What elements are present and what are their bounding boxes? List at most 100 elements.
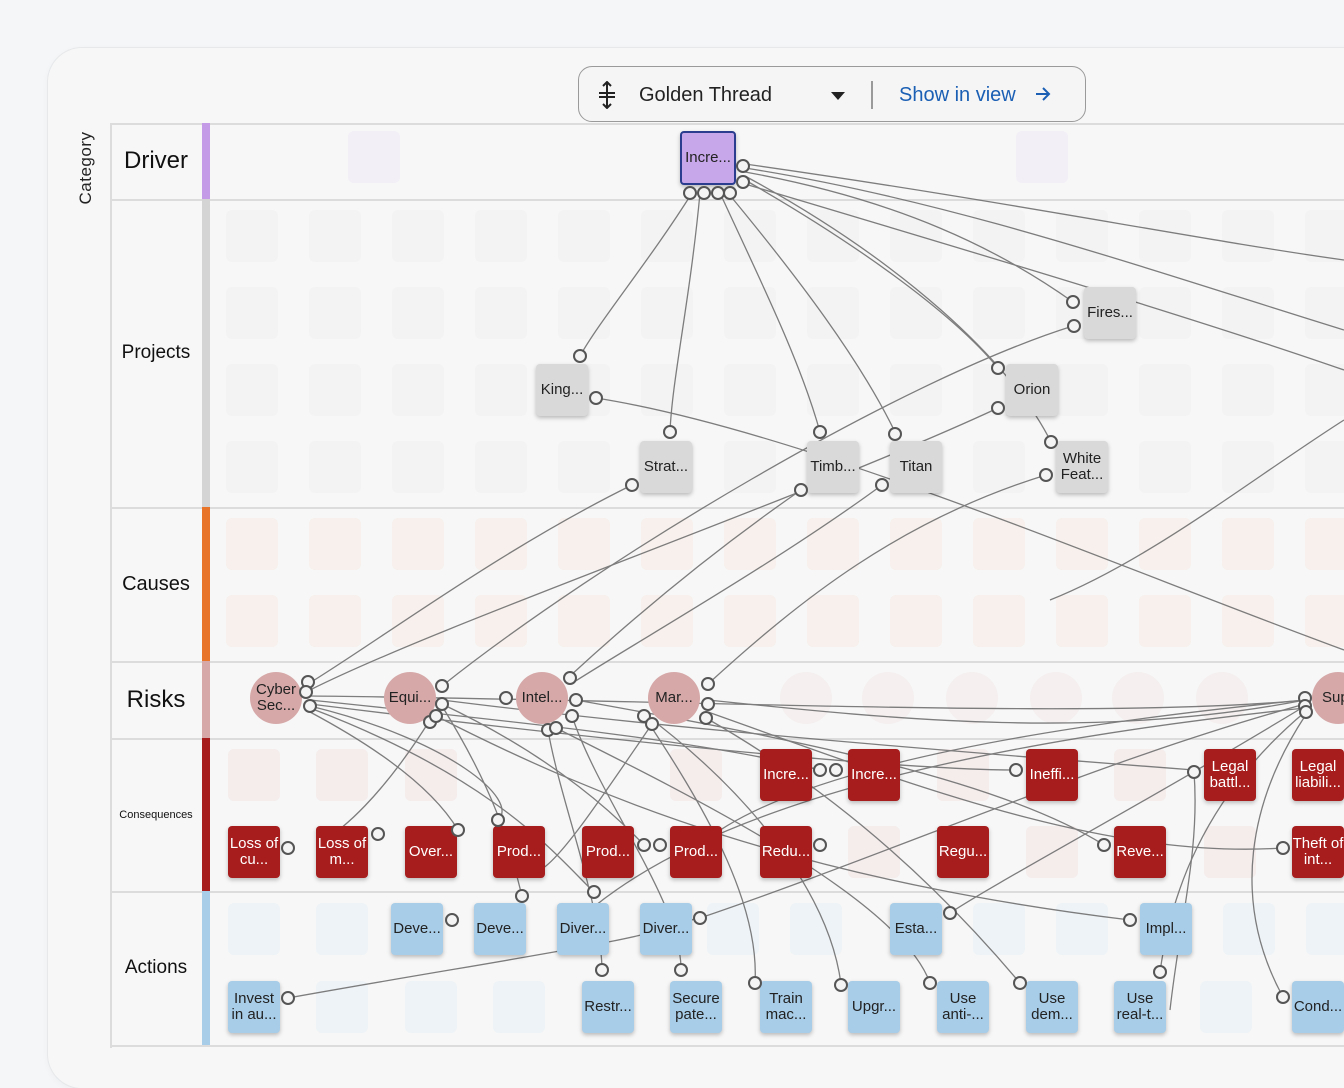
faded-node — [1305, 595, 1344, 647]
faded-node — [724, 287, 776, 339]
faded-node — [558, 441, 610, 493]
consequence-node[interactable]: Incre... — [760, 749, 812, 801]
action-node[interactable]: Deve... — [391, 903, 443, 955]
action-node[interactable]: Deve... — [474, 903, 526, 955]
grid-line — [110, 891, 1344, 893]
action-node[interactable]: Upgr... — [848, 981, 900, 1033]
grid-line — [110, 199, 1344, 201]
faded-node — [226, 364, 278, 416]
action-node[interactable]: Cond... — [1292, 981, 1344, 1033]
consequence-node[interactable]: Reve... — [1114, 826, 1166, 878]
faded-node — [1222, 518, 1274, 570]
faded-node — [1056, 210, 1108, 262]
consequence-node[interactable]: Theft of int... — [1292, 826, 1344, 878]
faded-node — [1056, 903, 1108, 955]
project-node-timb[interactable]: Timb... — [807, 441, 859, 493]
faded-node — [807, 595, 859, 647]
vertical-thread-icon — [599, 81, 615, 109]
consequence-node[interactable]: Prod... — [670, 826, 722, 878]
faded-node — [309, 364, 361, 416]
action-node[interactable]: Restr... — [582, 981, 634, 1033]
faded-node — [1139, 364, 1191, 416]
faded-node — [1139, 595, 1191, 647]
consequence-node[interactable]: Incre... — [848, 749, 900, 801]
faded-node — [790, 903, 842, 955]
action-node[interactable]: Impl... — [1140, 903, 1192, 955]
faded-node — [807, 287, 859, 339]
faded-node — [228, 903, 280, 955]
faded-node — [890, 518, 942, 570]
action-node[interactable]: Use anti-... — [937, 981, 989, 1033]
faded-node — [1204, 826, 1256, 878]
caret-down-icon[interactable] — [831, 92, 845, 100]
row-label-driver: Driver — [124, 147, 188, 174]
faded-node — [309, 210, 361, 262]
faded-node — [670, 749, 722, 801]
action-node[interactable]: Invest in au... — [228, 981, 280, 1033]
faded-node — [226, 441, 278, 493]
faded-node — [558, 595, 610, 647]
consequence-node[interactable]: Legal battl... — [1204, 749, 1256, 801]
faded-node — [309, 518, 361, 570]
action-node[interactable]: Diver... — [557, 903, 609, 955]
faded-node — [226, 518, 278, 570]
action-node[interactable]: Diver... — [640, 903, 692, 955]
faded-node — [475, 364, 527, 416]
faded-node — [807, 518, 859, 570]
project-node-strat[interactable]: Strat... — [640, 441, 692, 493]
consequence-node[interactable]: Redu... — [760, 826, 812, 878]
faded-node — [1139, 441, 1191, 493]
faded-node — [973, 287, 1025, 339]
arrow-right-icon[interactable] — [1034, 85, 1052, 103]
faded-node — [1305, 287, 1344, 339]
driver-node[interactable]: Incre... — [680, 131, 736, 185]
project-node-king[interactable]: King... — [536, 364, 588, 416]
action-node[interactable]: Train mac... — [760, 981, 812, 1033]
faded-node — [316, 903, 368, 955]
risk-node-cyber-sec[interactable]: Cyber Sec... — [250, 672, 302, 724]
faded-node — [946, 672, 998, 724]
risk-node-equi[interactable]: Equi... — [384, 672, 436, 724]
action-node[interactable]: Use real-t... — [1114, 981, 1166, 1033]
action-node[interactable]: Use dem... — [1026, 981, 1078, 1033]
faded-node — [226, 287, 278, 339]
risk-node-intel[interactable]: Intel... — [516, 672, 568, 724]
consequence-node[interactable]: Ineffi... — [1026, 749, 1078, 801]
risk-node-mar[interactable]: Mar... — [648, 672, 700, 724]
project-node-orion[interactable]: Orion — [1006, 364, 1058, 416]
faded-node — [1056, 595, 1108, 647]
faded-node — [405, 981, 457, 1033]
show-in-view-button[interactable]: Show in view — [899, 84, 1016, 106]
faded-node — [973, 595, 1025, 647]
grid-line — [110, 123, 1344, 125]
row-label-actions: Actions — [124, 957, 188, 978]
faded-node — [1139, 287, 1191, 339]
faded-node — [1016, 131, 1068, 183]
faded-node — [392, 287, 444, 339]
row-label-causes: Causes — [122, 572, 190, 595]
consequence-node[interactable]: Over... — [405, 826, 457, 878]
consequence-node[interactable]: Loss of cu... — [228, 826, 280, 878]
faded-node — [348, 131, 400, 183]
consequence-node[interactable]: Prod... — [493, 826, 545, 878]
project-node-fires[interactable]: Fires... — [1084, 287, 1136, 339]
faded-node — [316, 749, 368, 801]
faded-node — [1222, 287, 1274, 339]
consequence-node[interactable]: Regu... — [937, 826, 989, 878]
faded-node — [309, 441, 361, 493]
project-node-white-feat[interactable]: White Feat... — [1056, 441, 1108, 493]
consequence-node[interactable]: Loss of m... — [316, 826, 368, 878]
faded-node — [724, 595, 776, 647]
faded-node — [973, 210, 1025, 262]
faded-node — [309, 595, 361, 647]
faded-node — [226, 595, 278, 647]
consequence-node[interactable]: Prod... — [582, 826, 634, 878]
mode-select-label[interactable]: Golden Thread — [639, 84, 773, 106]
project-node-titan[interactable]: Titan — [890, 441, 942, 493]
action-node[interactable]: Esta... — [890, 903, 942, 955]
faded-node — [558, 287, 610, 339]
grid-line — [110, 661, 1344, 663]
faded-node — [890, 364, 942, 416]
consequence-node[interactable]: Legal liabili... — [1292, 749, 1344, 801]
action-node[interactable]: Secure pate... — [670, 981, 722, 1033]
